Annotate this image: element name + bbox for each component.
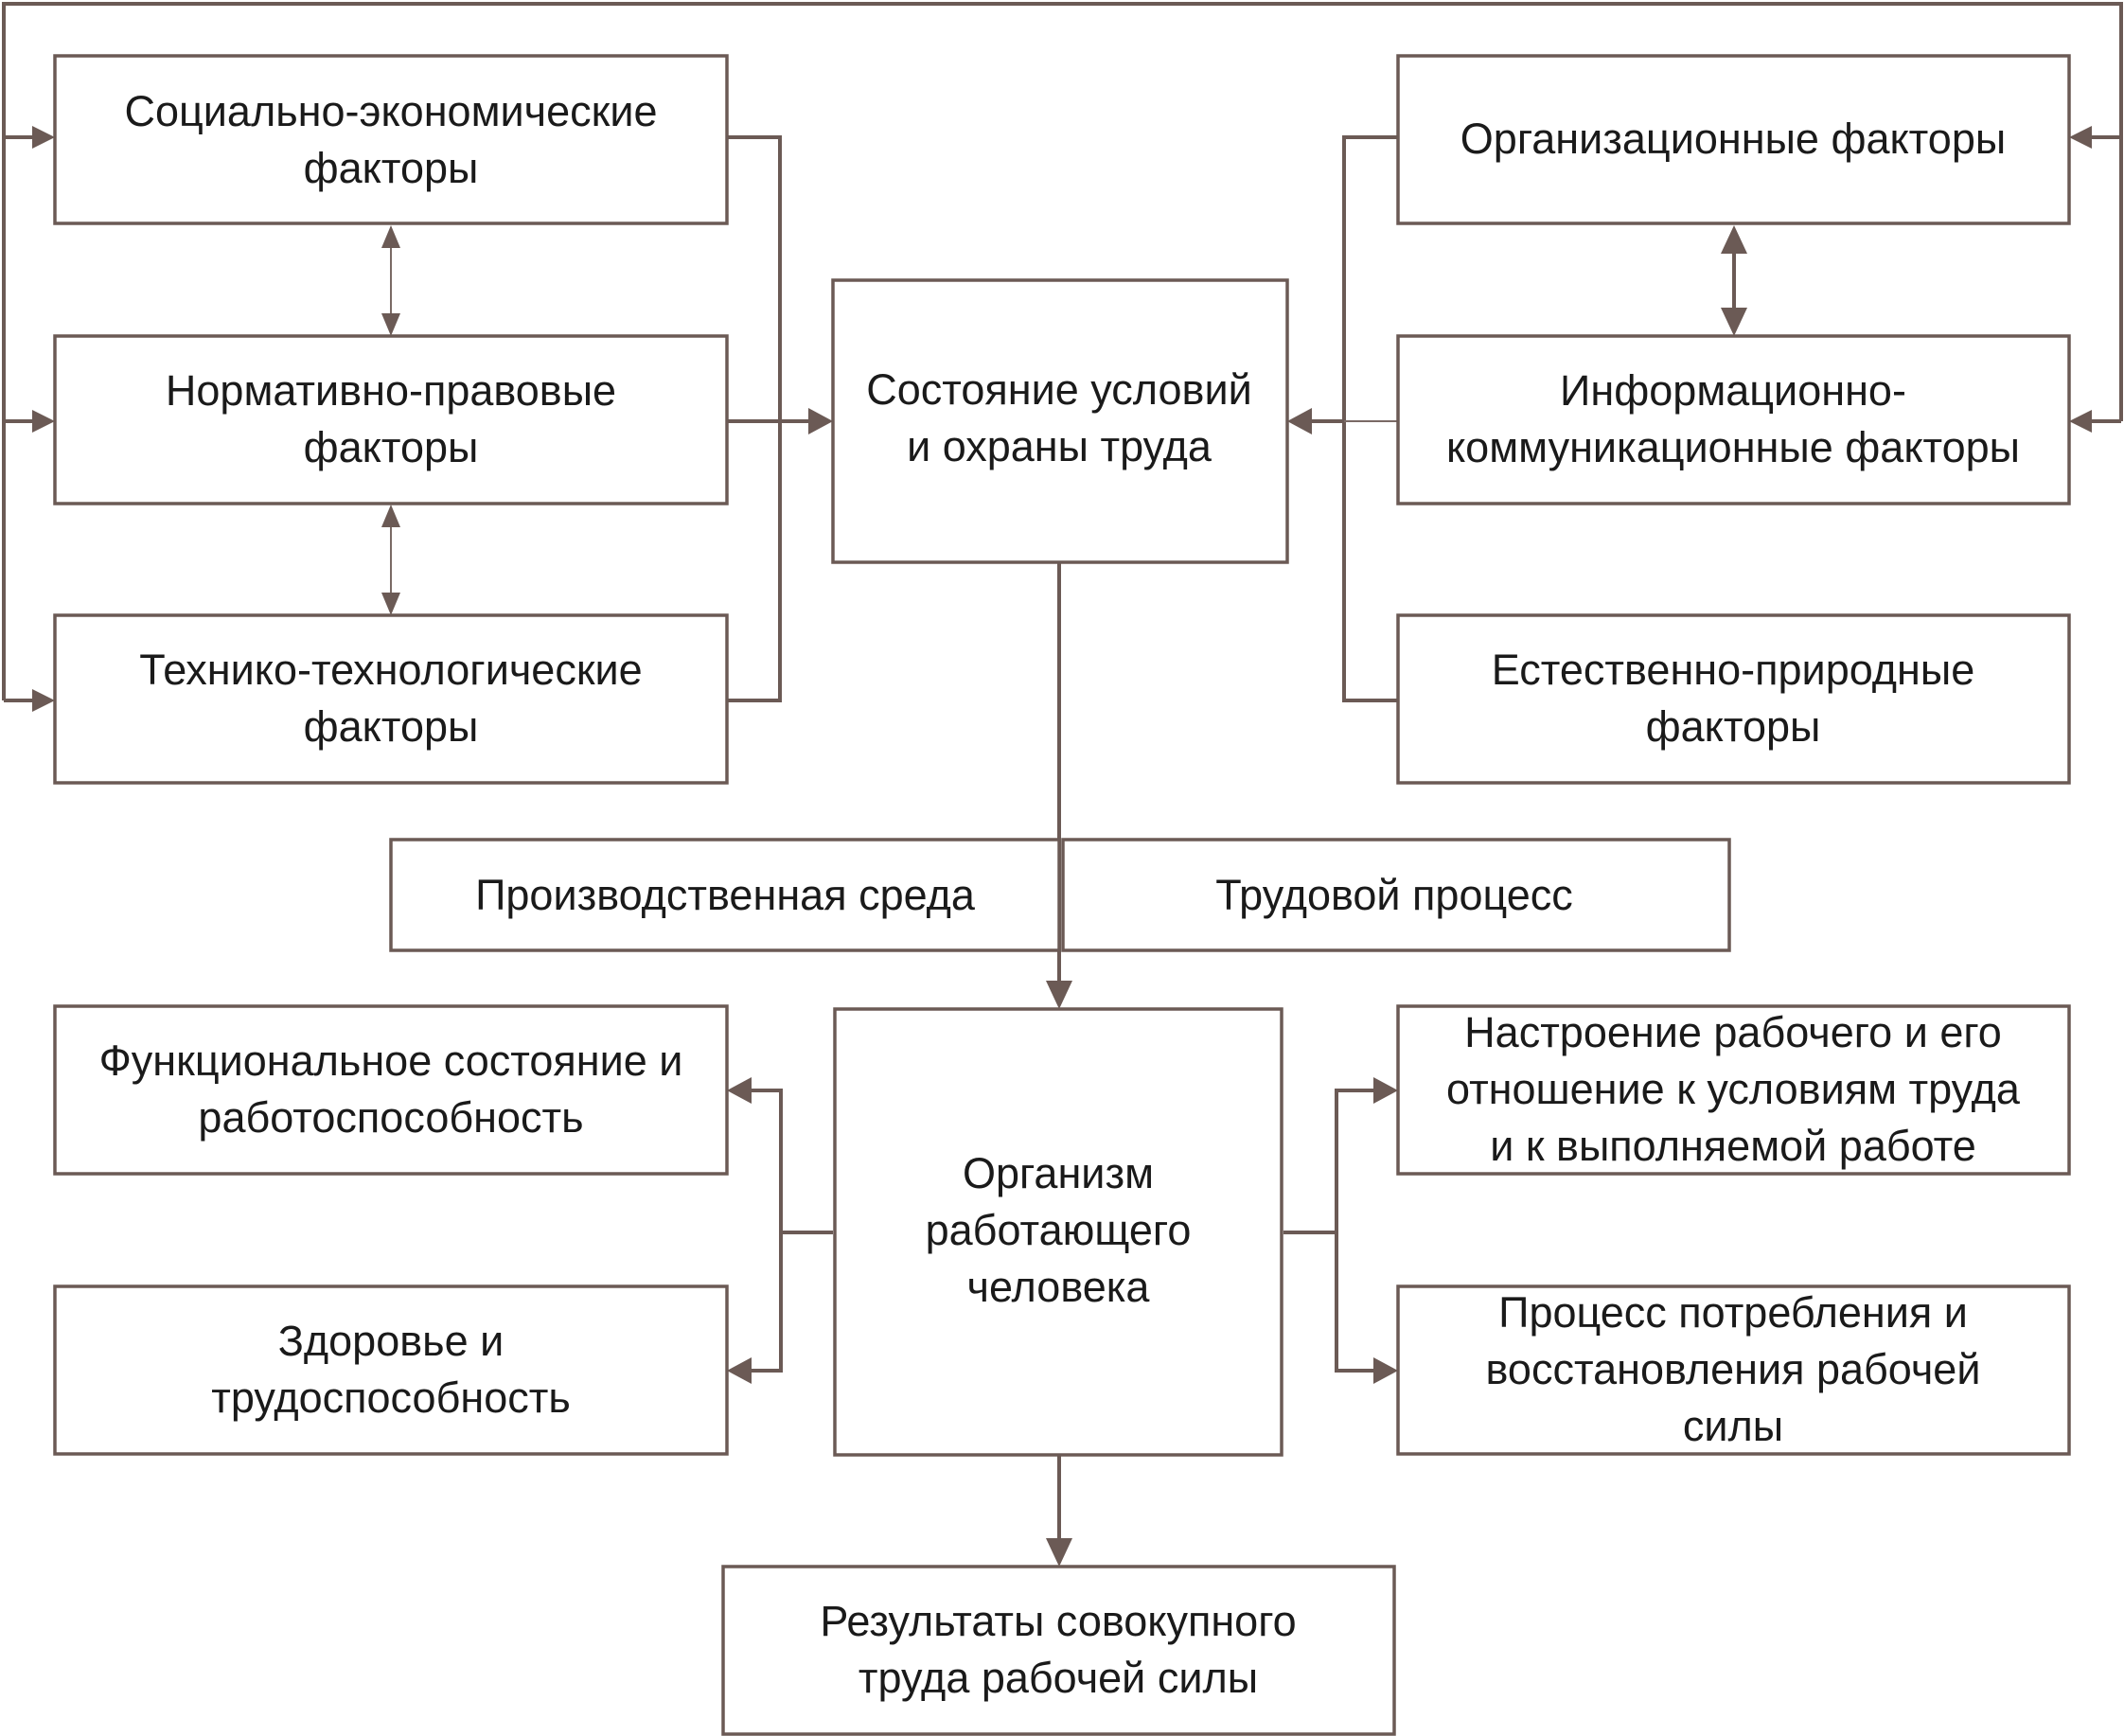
right-outcomes-bus-line	[1335, 1089, 1374, 1373]
labor-conditions-line-2: и охраны труда	[907, 422, 1212, 470]
production-environment-label: Производственная среда	[475, 871, 976, 919]
to-health-arrowhead	[727, 1357, 752, 1384]
functional-state-line-1: Функциональное состояние и	[99, 1036, 683, 1085]
box-results: Результаты совокупного труда рабочей сил…	[721, 1565, 1396, 1736]
socio-normative-arrow-up	[381, 225, 400, 248]
socio-economic-line-2: факторы	[304, 144, 479, 192]
box-organizational: Организационные факторы	[1396, 54, 2071, 225]
normative-legal-line-2: факторы	[304, 423, 479, 471]
box-socio-economic: Социально-экономические факторы	[53, 54, 729, 225]
loop-to-technical-arrowhead	[32, 689, 55, 712]
normative-legal-line-1: Нормативно-правовые	[166, 366, 616, 415]
box-labor-process: Трудовой процесс	[1061, 838, 1731, 952]
right-factors-bus-line	[1342, 135, 1398, 702]
box-consumption-recovery: Процесс потребления и восстановления раб…	[1396, 1284, 2071, 1456]
loop-to-socio-arrowhead	[32, 126, 55, 149]
consumption-recovery-line-2: восстановления рабочей	[1486, 1345, 1981, 1393]
left-factors-bus-line	[727, 135, 782, 702]
natural-line-2: факторы	[1646, 702, 1821, 751]
normative-technical-arrow-up	[381, 505, 400, 527]
box-natural: Естественно-природные факторы	[1396, 613, 2071, 785]
organizational-info-arrow-down	[1721, 308, 1747, 336]
loop-to-organizational-arrowhead	[2069, 126, 2092, 149]
loop-to-info-arrowhead	[2069, 410, 2092, 433]
box-labor-conditions-state: Состояние условий и охраны труда	[831, 278, 1289, 564]
organizational-info-arrow-up	[1721, 225, 1747, 254]
natural-line-1: Естественно-природные	[1492, 646, 1974, 694]
health-line-1: Здоровье и	[278, 1317, 504, 1365]
organism-to-results-arrowhead	[1046, 1538, 1072, 1567]
info-communication-line-1: Информационно-	[1560, 366, 1906, 415]
box-info-communication: Информационно- коммуникационные факторы	[1396, 334, 2071, 505]
box-working-organism: Организм работающего человека	[833, 1007, 1283, 1457]
consumption-recovery-line-3: силы	[1683, 1402, 1783, 1450]
results-line-1: Результаты совокупного	[820, 1597, 1296, 1645]
labor-conditions-line-1: Состояние условий	[866, 365, 1252, 414]
box-health: Здоровье и трудоспособность	[53, 1284, 729, 1456]
center-to-organism-arrowhead	[1046, 981, 1072, 1009]
technical-technological-line-2: факторы	[304, 702, 479, 751]
normative-technical-arrow-down	[381, 593, 400, 615]
health-line-2: трудоспособность	[211, 1373, 571, 1422]
box-worker-mood: Настроение рабочего и его отношение к ус…	[1396, 1004, 2071, 1176]
box-production-environment: Производственная среда	[389, 838, 1061, 952]
left-outcomes-bus-line	[748, 1089, 783, 1373]
right-bus-to-center-arrowhead	[1287, 408, 1312, 434]
box-functional-state: Функциональное состояние и работоспособн…	[53, 1004, 729, 1176]
to-worker-mood-arrowhead	[1373, 1077, 1398, 1104]
socio-normative-arrow-down	[381, 313, 400, 336]
working-organism-line-2: работающего	[926, 1206, 1192, 1254]
technical-technological-line-1: Технико-технологические	[139, 646, 642, 694]
worker-mood-line-3: и к выполняемой работе	[1490, 1122, 1976, 1170]
worker-mood-line-1: Настроение рабочего и его	[1464, 1008, 2002, 1056]
organizational-line-1: Организационные факторы	[1460, 115, 2006, 163]
results-line-2: труда рабочей силы	[858, 1654, 1258, 1702]
box-normative-legal: Нормативно-правовые факторы	[53, 334, 729, 505]
labor-process-label: Трудовой процесс	[1215, 871, 1573, 919]
working-organism-line-3: человека	[967, 1263, 1151, 1311]
to-functional-state-arrowhead	[727, 1077, 752, 1104]
loop-to-normative-arrowhead	[32, 410, 55, 433]
info-communication-line-2: коммуникационные факторы	[1446, 423, 2020, 471]
box-technical-technological: Технико-технологические факторы	[53, 613, 729, 785]
socio-economic-line-1: Социально-экономические	[125, 87, 658, 135]
functional-state-line-2: работоспособность	[198, 1093, 583, 1142]
consumption-recovery-line-1: Процесс потребления и	[1498, 1288, 1968, 1337]
to-consumption-arrowhead	[1373, 1357, 1398, 1384]
feedback-loop-line	[2, 2, 2123, 700]
worker-mood-line-2: отношение к условиям труда	[1446, 1065, 2021, 1113]
working-organism-line-1: Организм	[963, 1149, 1154, 1197]
left-bus-to-center-arrowhead	[808, 408, 833, 434]
